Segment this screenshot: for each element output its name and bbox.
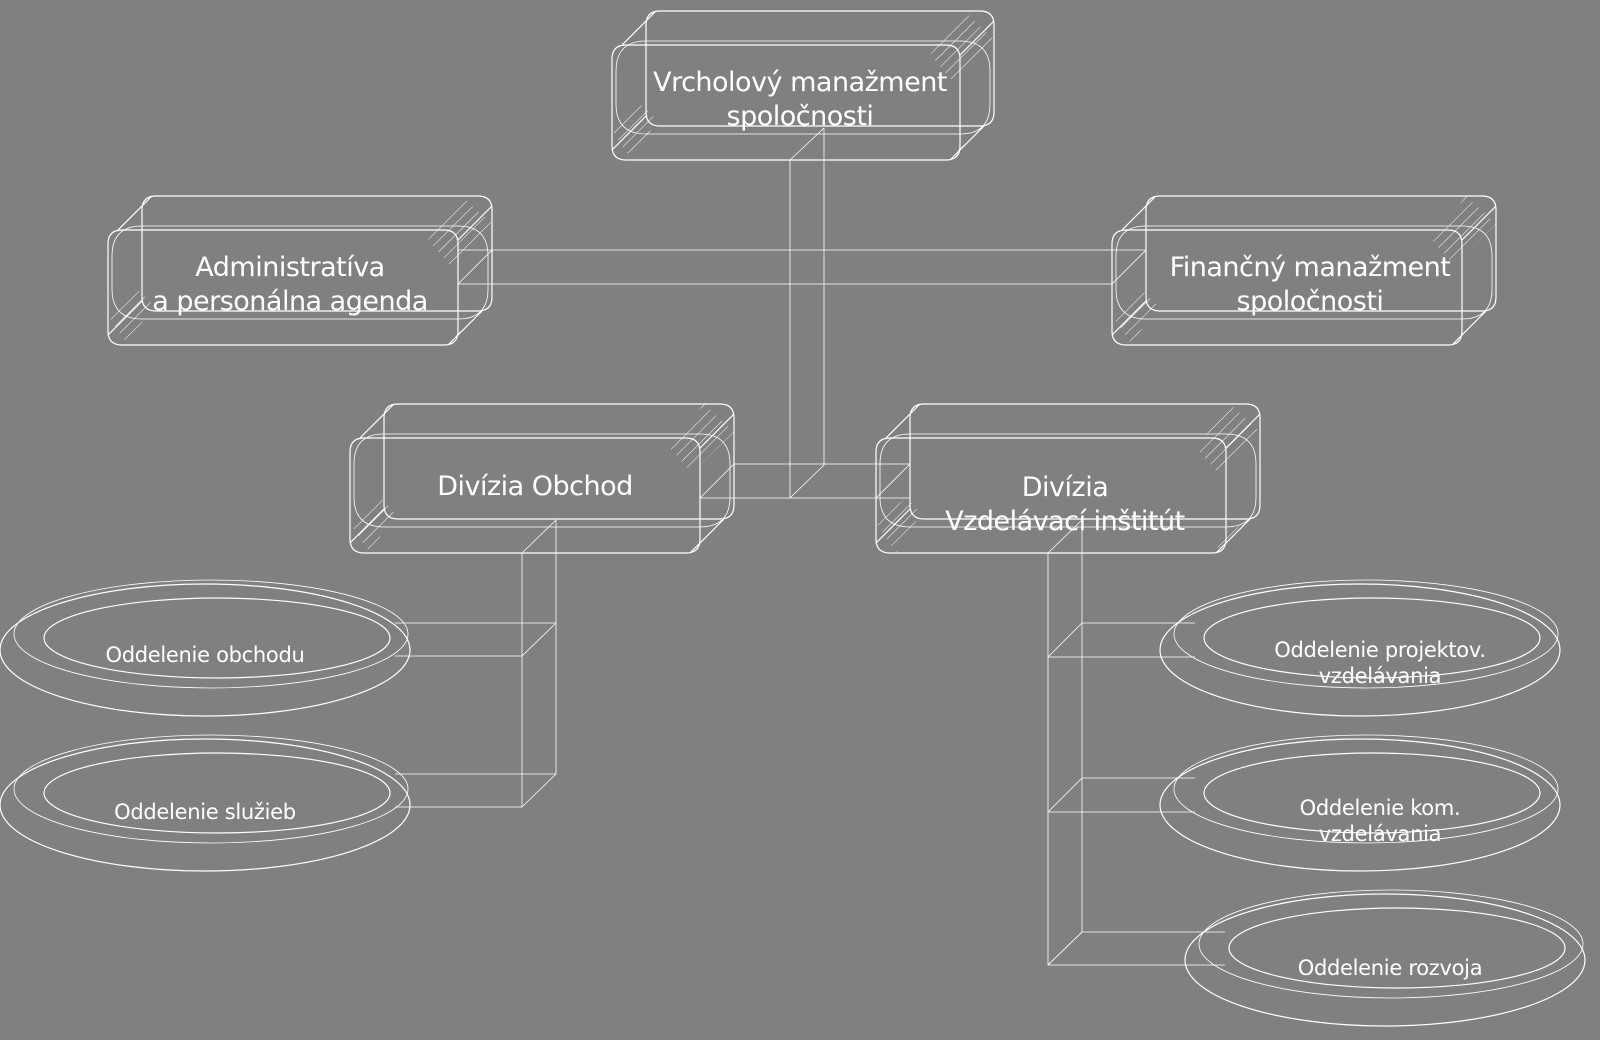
node-odd-rozvoja-line-1: Oddelenie rozvoja [1297,955,1483,980]
node-admin-line-2: a personálna agenda [152,286,428,317]
node-obchod-line-1: Divízia Obchod [437,471,633,503]
node-odd-sluzieb-label: Oddelenie služieb [40,792,370,832]
node-admin-line-1: Administratíva [195,252,385,284]
node-odd-obchodu-label: Oddelenie obchodu [40,635,370,675]
node-odd-kom-oval [1159,734,1561,872]
node-odd-obchodu-oval [0,579,411,717]
node-finance-label: Finančný manažment spoločnosti [1140,245,1480,325]
connector-divisions [699,463,911,499]
node-finance-line-1: Finančný manažment [1169,252,1451,284]
connectors [395,127,1225,966]
node-finance-line-2: spoločnosti [1236,286,1384,317]
node-odd-obchodu-line-1: Oddelenie obchodu [105,642,305,667]
node-odd-projekt-oval [1159,579,1561,717]
node-odd-rozvoja-label: Oddelenie rozvoja [1220,948,1560,988]
connector-vzdel-branch [1047,519,1225,966]
node-vzdel-line-1: Divízia [1021,472,1109,504]
node-vzdel-box [875,403,1261,554]
connector-trunk [789,127,825,499]
node-admin-box [107,195,493,346]
node-top-line-2: spoločnosti [726,101,874,132]
node-odd-kom-line-1: Oddelenie kom. [1299,795,1461,820]
node-odd-rozvoja-oval [1184,889,1586,1027]
node-odd-projekt-line-1: Oddelenie projektov. [1274,637,1486,662]
node-top-box [611,10,995,161]
node-odd-projekt-label: Oddelenie projektov. vzdelávania [1210,632,1550,694]
node-odd-sluzieb-oval [0,734,411,872]
node-finance-box [1111,195,1497,346]
connector-obchod-branch [395,519,557,808]
ovals [0,579,1586,1027]
node-top-label: Vrcholový manažment spoločnosti [625,60,975,140]
node-top-line-1: Vrcholový manažment [653,67,947,99]
node-odd-sluzieb-line-1: Oddelenie služieb [114,799,296,824]
node-admin-label: Administratíva a personálna agenda [120,245,460,325]
boxes [107,10,1497,554]
node-obchod-box [349,403,735,554]
node-vzdel-label: Divízia Vzdelávací inštitút [900,465,1230,545]
node-obchod-label: Divízia Obchod [370,465,700,509]
node-vzdel-line-2: Vzdelávací inštitút [945,506,1185,537]
node-odd-projekt-line-2: vzdelávania [1318,664,1442,688]
connector-admin-finance [457,249,1147,285]
node-odd-kom-line-2: vzdelávania [1318,822,1442,846]
node-odd-kom-label: Oddelenie kom. vzdelávania [1210,790,1550,852]
